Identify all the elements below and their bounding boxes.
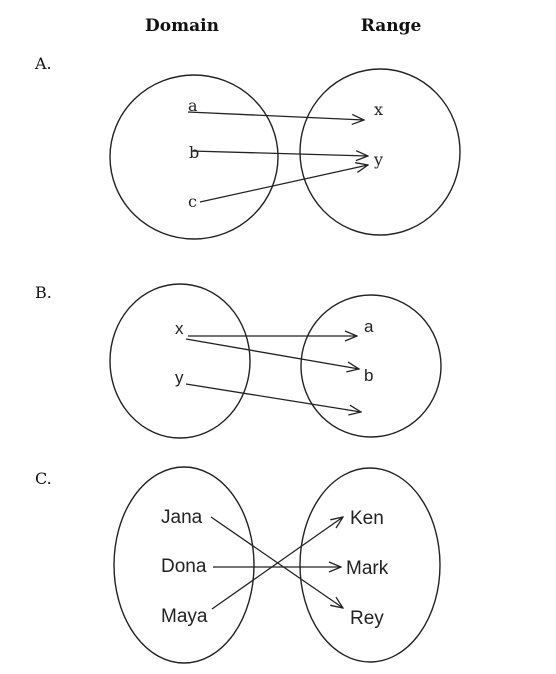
diagram-c-domain-oval — [113, 466, 255, 664]
diagram-a-domain-b: b — [189, 143, 199, 162]
diagram-a-arrow-b-to-y — [190, 151, 368, 156]
diagram-c: C. Jana Dona Maya Ken Mark Rey — [35, 466, 441, 664]
diagram-b-domain-oval — [109, 283, 251, 439]
diagram-a-arrow-c-to-y — [199, 165, 368, 203]
diagram-a-range-oval — [299, 68, 461, 236]
diagram-c-label: C. — [35, 469, 52, 488]
diagram-b-range-a: a — [364, 317, 374, 336]
diagram-a-label: A. — [34, 54, 52, 73]
diagram-c-range-ken: Ken — [350, 508, 384, 529]
range-header: Range — [361, 16, 422, 36]
diagram-a-domain-c: c — [188, 192, 197, 211]
diagram-c-arrow-jana-to-rey — [210, 516, 343, 608]
diagram-c-arrow-maya-to-ken — [211, 517, 343, 610]
diagram-b-arrow-x-to-b — [185, 338, 359, 369]
diagram-c-domain-maya: Maya — [161, 606, 208, 627]
diagram-b-range-oval — [300, 294, 442, 438]
diagram-a-range-x: x — [374, 100, 383, 119]
diagram-b-label: B. — [35, 283, 52, 302]
diagram-b-range-b: b — [364, 366, 373, 385]
diagram-c-domain-jana: Jana — [161, 507, 203, 528]
diagram-c-range-rey: Rey — [350, 608, 384, 629]
diagram-a-domain-oval — [109, 74, 279, 240]
diagram-b-arrow-y-to-empty — [185, 383, 361, 412]
diagram-b: B. x y a b — [35, 283, 442, 439]
diagram-c-range-oval — [299, 467, 441, 663]
diagram-a-range-y: y — [373, 150, 383, 169]
diagram-a-domain-a: a — [188, 96, 198, 115]
diagram-a-arrow-a-to-x — [187, 111, 364, 120]
diagram-b-domain-y: y — [175, 368, 184, 387]
diagram-c-range-mark: Mark — [346, 558, 389, 579]
diagram-b-domain-x: x — [175, 319, 184, 338]
diagram-a: A. a b c x y — [34, 54, 461, 240]
domain-header: Domain — [145, 16, 219, 36]
diagram-c-domain-dona: Dona — [161, 556, 207, 577]
